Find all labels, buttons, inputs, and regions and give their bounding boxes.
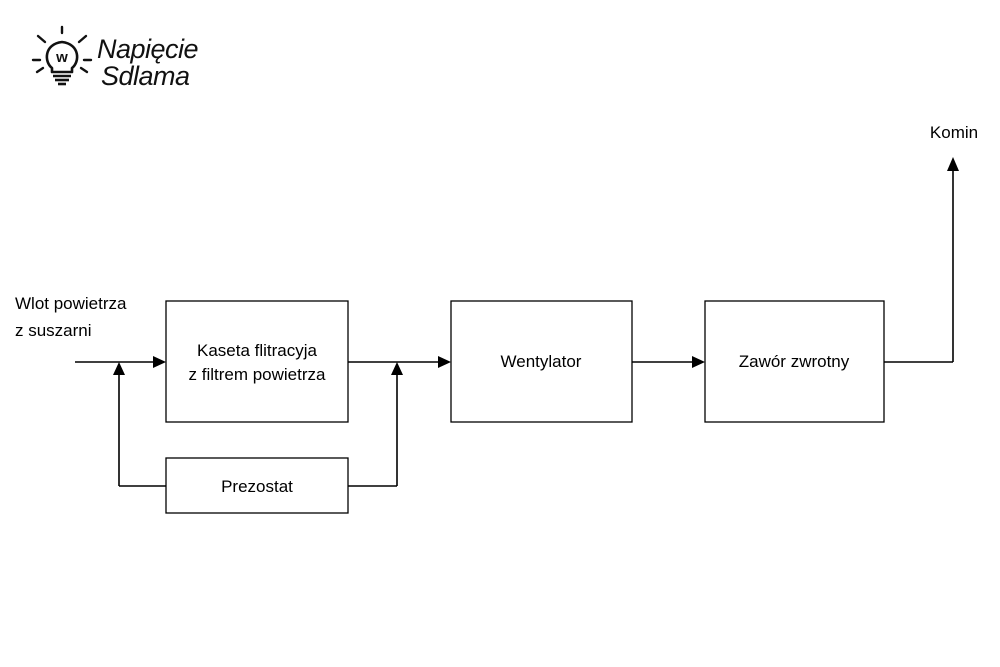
check-valve-box [704,300,885,423]
filter-label-line-2: z filtrem powietrza [189,365,327,384]
pressure-switch-box [165,457,349,514]
inlet-label-line-1: Wlot powietrza [15,294,127,313]
arrow-to-chimney [947,157,959,171]
arrow-tap-inlet [113,362,125,375]
filter-cassette-block: Kaseta flitracyja z filtrem powietrza [165,300,349,423]
connections [75,157,959,487]
arrow-into-valve [692,356,705,368]
logo-line-2: Sdlama [101,61,190,91]
arrow-into-fan [438,356,451,368]
arrow-into-filter [153,356,166,368]
arrow-tap-filter-out [391,362,403,375]
bulb-letter: w [55,49,68,66]
fan-box [450,300,633,423]
filter-label-line-1: Kaseta flitracyja [197,341,318,360]
filter-cassette-box [165,300,349,423]
pressure-switch-block: Prezostat [165,457,349,514]
lightbulb-icon: w [31,25,93,86]
fan-block: Wentylator [450,300,633,423]
check-valve-label: Zawór zwrotny [739,352,850,371]
pressure-switch-label: Prezostat [221,477,293,496]
check-valve-block: Zawór zwrotny [704,300,885,423]
fan-label: Wentylator [501,352,582,371]
inlet-label-line-2: z suszarni [15,321,92,340]
logo: w Napięcie Sdlama [31,25,199,91]
chimney-label: Komin [930,123,978,142]
logo-line-1: Napięcie [97,34,199,64]
